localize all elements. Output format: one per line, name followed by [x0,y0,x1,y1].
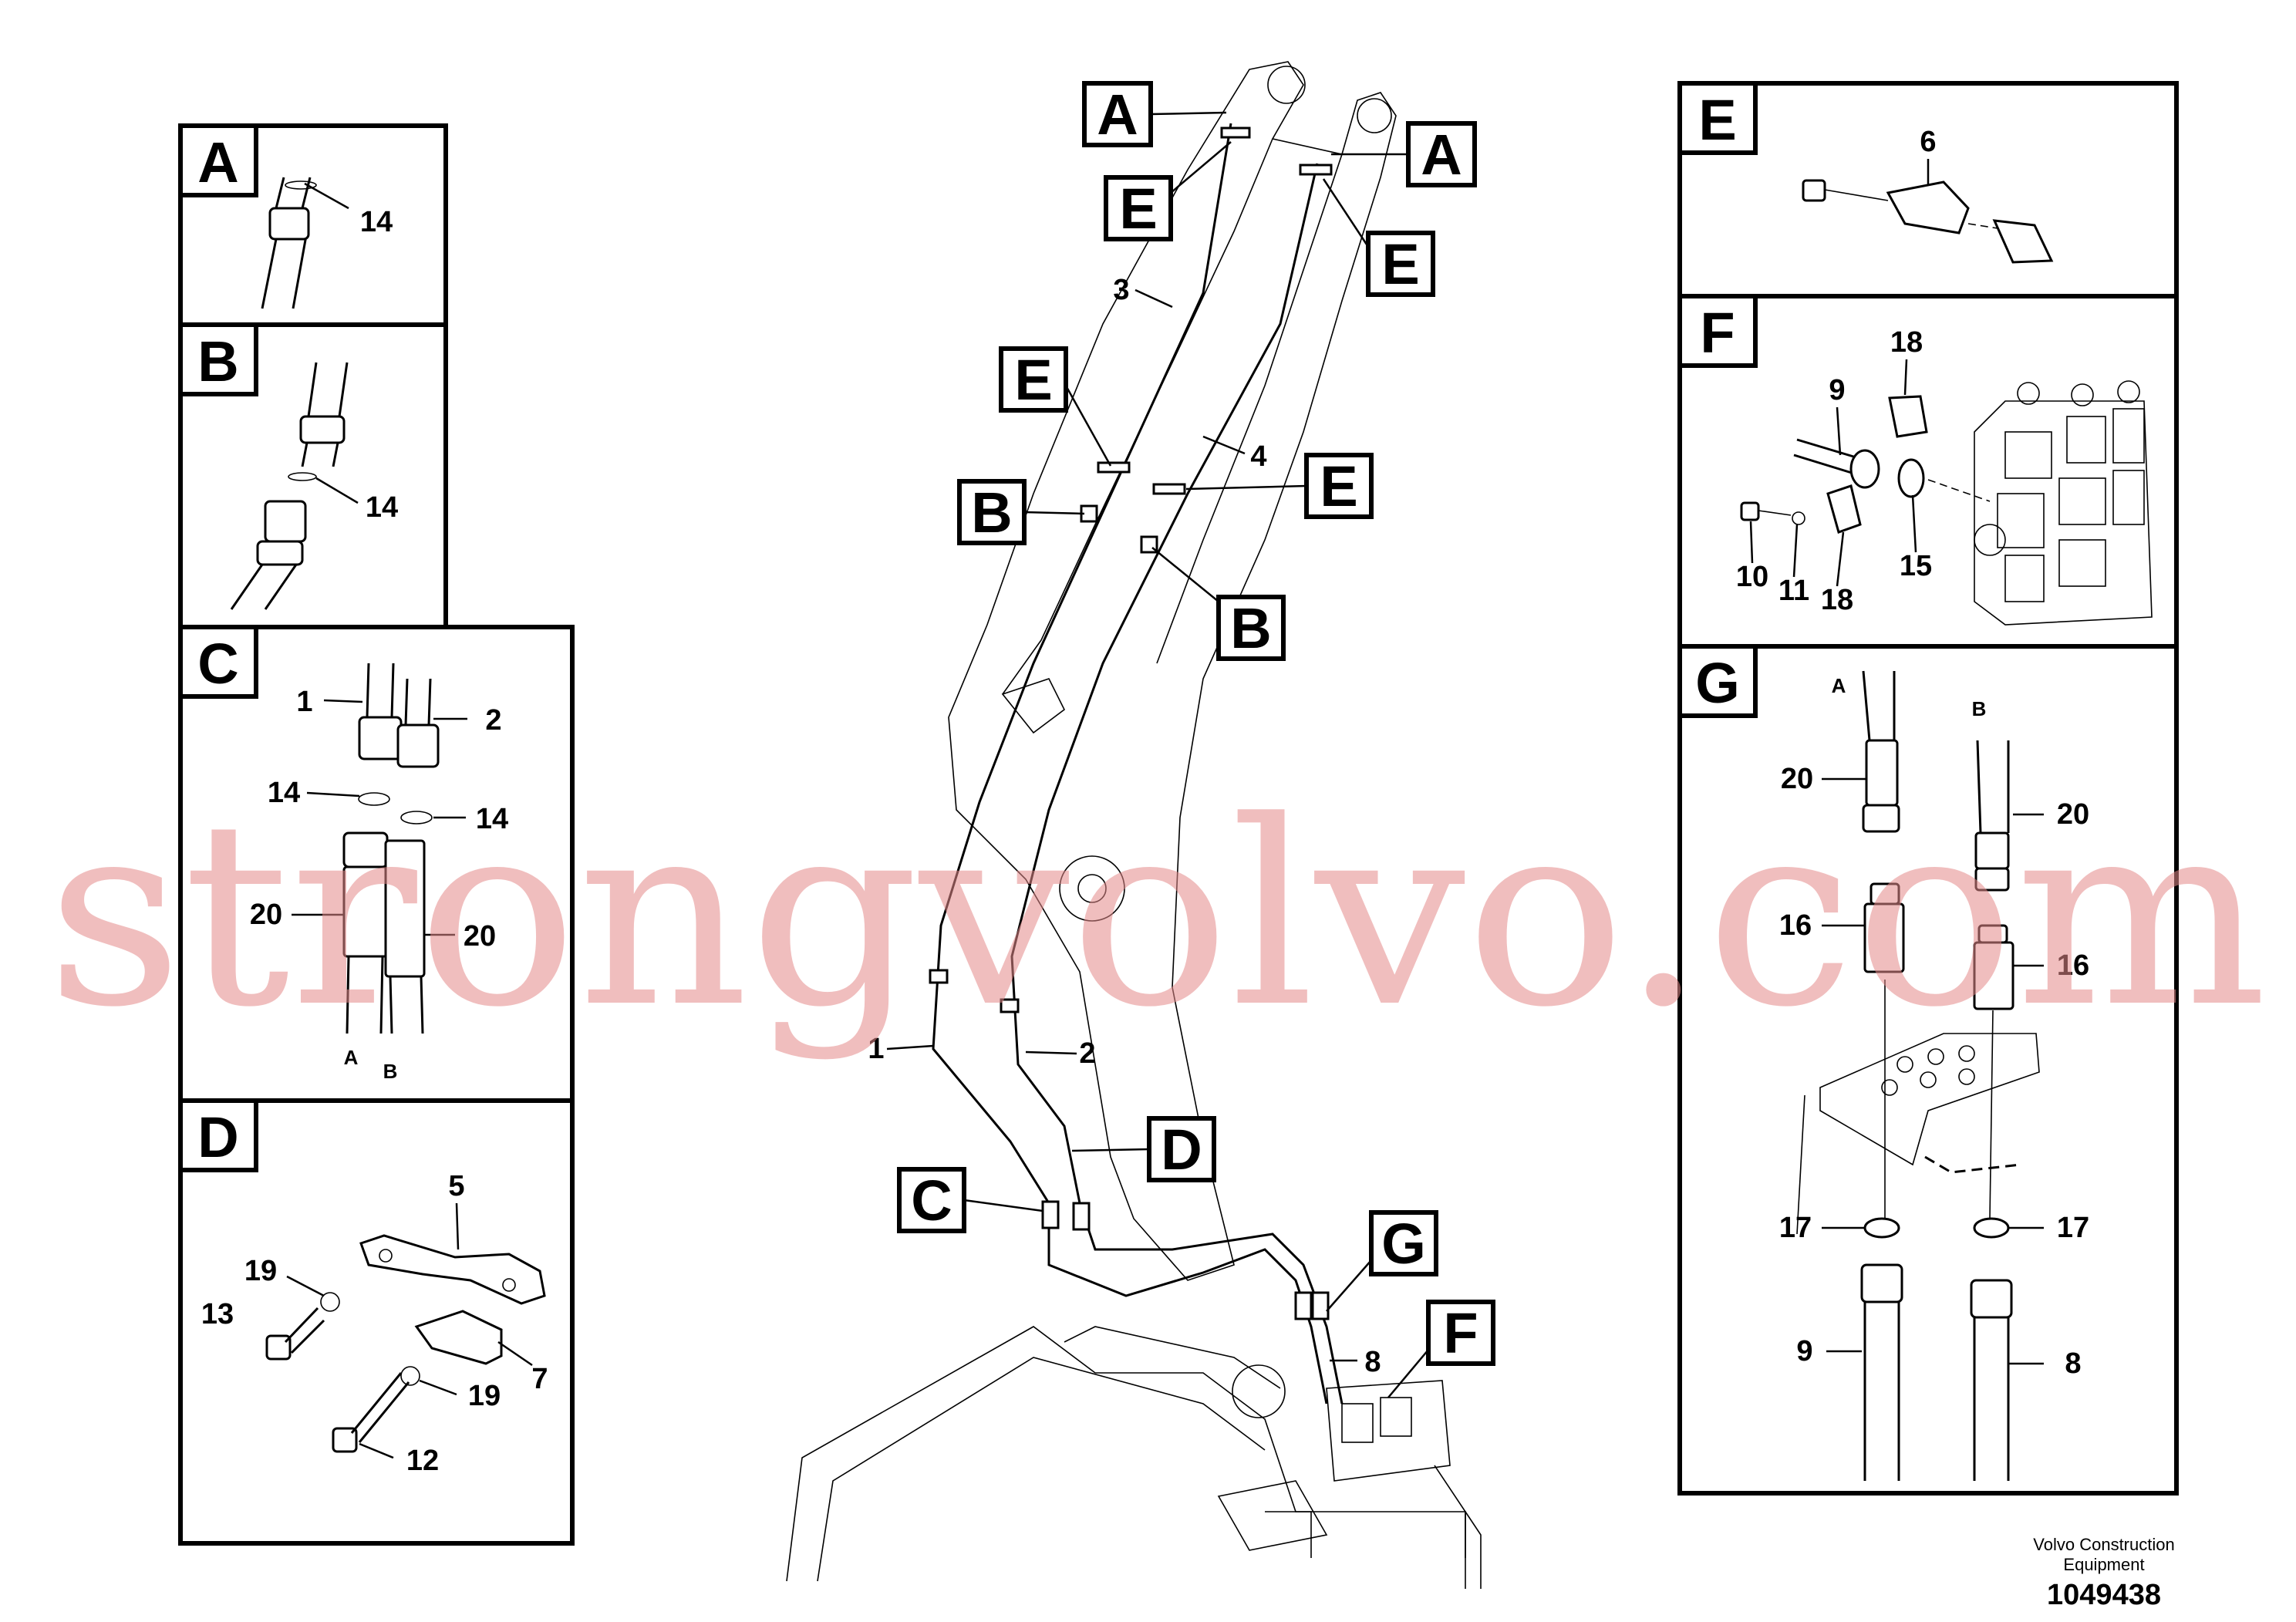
detail-panel-b: B 14 [178,322,448,629]
main-callout-4: 4 [1250,440,1266,473]
panel-c-end-a: A [344,1046,359,1069]
main-callout-1: 1 [868,1033,884,1065]
panel-c-callout-2: 2 [485,704,501,737]
panel-c-callout-1: 1 [296,686,312,718]
detail-panel-d: D 5 19 13 7 19 12 [178,1098,575,1546]
tag-e-4: E [1320,454,1357,518]
panel-a-label: A [197,130,238,194]
panel-g-callout-17b: 17 [2057,1212,2089,1244]
panel-c-end-b: B [383,1060,398,1083]
tag-g: G [1381,1212,1426,1276]
panel-g-callout-20a: 20 [1781,763,1813,795]
detail-panel-c: C 1 2 14 14 20 20 A B [178,625,575,1103]
detail-panel-e: E 6 [1677,81,2179,298]
tag-b-right: B [1230,596,1271,660]
panel-d-label: D [197,1105,238,1169]
panel-f-label: F [1700,301,1735,365]
main-callout-2: 2 [1079,1037,1095,1070]
panel-a-callout-14: 14 [360,206,393,238]
panel-d-callout-7: 7 [531,1363,548,1395]
footer-company-line-1: Volvo Construction [2033,1535,2174,1554]
tag-a-left: A [1097,83,1138,147]
panel-f-callout-10: 10 [1736,561,1768,593]
panel-g-end-b: B [1972,697,1987,720]
panel-f-callout-15: 15 [1900,550,1932,582]
tag-f: F [1443,1301,1478,1365]
panel-b-callout-14: 14 [366,491,398,524]
panel-g-callout-17a: 17 [1779,1212,1812,1244]
tag-e-2: E [1381,232,1419,296]
panel-f-callout-18a: 18 [1890,326,1923,359]
panel-e-label: E [1698,88,1736,152]
panel-g-callout-16b: 16 [2057,949,2089,982]
watermark-text: strongvolvo.com [46,767,2267,1063]
main-callout-8: 8 [1364,1346,1381,1378]
panel-d-callout-13: 13 [201,1298,234,1330]
panel-e-callout-6: 6 [1920,126,1936,158]
panel-f-callout-11: 11 [1778,575,1809,607]
tag-c: C [911,1168,952,1233]
panel-f-callout-18b: 18 [1821,584,1853,616]
main-callout-tags: A A E E E E B B C D G F 3 [868,81,1495,1398]
detail-panel-f: F 18 9 10 11 18 15 [1677,294,2179,649]
tag-e-3: E [1014,348,1052,412]
detail-panel-a: A 14 [178,123,448,327]
panel-f-callout-9: 9 [1829,374,1845,406]
panel-c-callout-14a: 14 [268,777,300,809]
tag-a-right: A [1421,123,1462,187]
footer-company-line-2: Equipment [2063,1555,2144,1574]
panel-c-label: C [197,632,238,696]
panel-d-callout-19b: 19 [468,1380,501,1412]
tag-b-left: B [971,481,1012,545]
detail-panel-g: G A B 20 20 [1677,644,2179,1496]
tag-e-1: E [1119,177,1157,241]
panel-g-callout-8: 8 [2065,1347,2081,1380]
panel-b-label: B [197,329,238,393]
panel-c-callout-20b: 20 [464,920,496,953]
panel-g-label: G [1695,651,1740,715]
panel-d-callout-12: 12 [406,1445,439,1477]
panel-c-callout-14b: 14 [476,803,508,835]
panel-g-callout-20b: 20 [2057,798,2089,831]
main-callout-3: 3 [1113,274,1129,306]
panel-g-end-a: A [1832,674,1846,697]
tag-d: D [1161,1118,1202,1182]
footer-block: Volvo Construction Equipment 1049438 [2033,1535,2174,1611]
panel-g-callout-9: 9 [1796,1335,1812,1367]
panel-d-callout-5: 5 [448,1170,464,1202]
boom-assembly-illustration [786,61,1482,1589]
panel-g-callout-16a: 16 [1779,909,1812,942]
control-valve-illustration [1974,380,2153,626]
panel-d-callout-19a: 19 [244,1255,277,1287]
panel-c-callout-20a: 20 [250,899,282,931]
footer-drawing-number: 1049438 [2047,1579,2161,1611]
